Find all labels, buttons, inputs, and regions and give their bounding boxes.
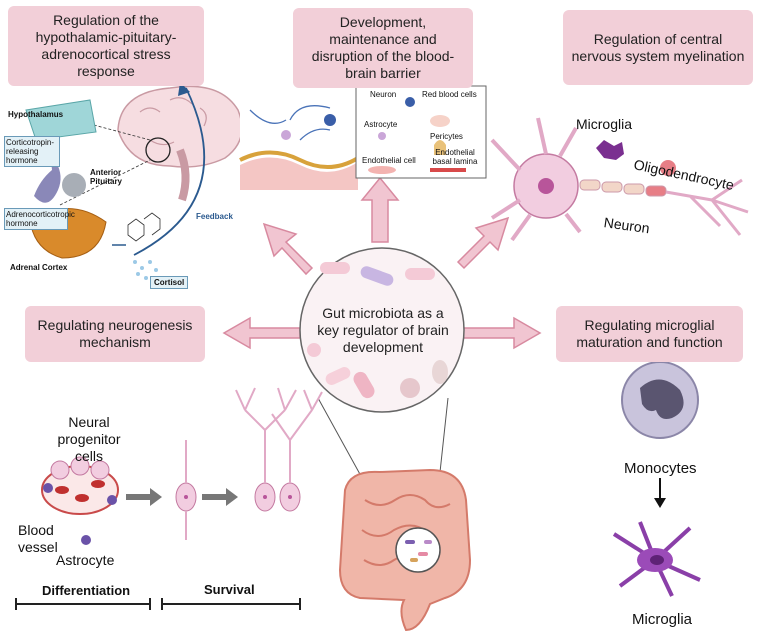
- bbb-legend-endothelial-cell: Endothelial cell: [362, 156, 416, 165]
- arrow-to-hpa: [262, 222, 314, 276]
- adrenal-cortex-label: Adrenal Cortex: [10, 263, 68, 272]
- center-gut-microbiota-label: Gut microbiota as a key regulator of bra…: [317, 304, 449, 355]
- neurogenesis-illustration: [15, 387, 323, 610]
- microglial-maturation-box: Regulating microglial maturation and fun…: [556, 306, 743, 362]
- feedback-label: Feedback: [196, 212, 233, 221]
- neurogenesis-box: Regulating neurogenesis mechanism: [25, 306, 205, 362]
- microglia-label-bottom: Microglia: [632, 611, 693, 628]
- bbb-legend-red-blood-cells: Red blood cells: [422, 90, 477, 99]
- anterior-pituitary-label: Anterior Pituitary: [90, 168, 123, 186]
- arrow-to-myelin: [456, 216, 510, 270]
- differentiation-label: Differentiation: [42, 583, 131, 598]
- cortisol-label: Cortisol: [150, 276, 189, 289]
- crh-label: Corticotropin-releasing hormone: [4, 136, 60, 167]
- survival-label: Survival: [204, 582, 255, 597]
- monocytes-label: Monocytes: [624, 460, 697, 477]
- hypothalamus-label: Hypothalamus: [8, 110, 64, 119]
- bbb-legend-astrocyte: Astrocyte: [364, 120, 398, 129]
- astrocyte-label: Astrocyte: [56, 552, 115, 568]
- myelin-neuron-illustration: [490, 117, 749, 242]
- microglia-illustration: [612, 521, 701, 597]
- microglia-label-top: Microglia: [576, 116, 633, 132]
- hpa-regulation-box: Regulation of the hypothalamic-pituitary…: [8, 6, 204, 86]
- neural-progenitor-label: Neural progenitor cells: [57, 414, 121, 464]
- arrow-to-neurogenesis: [222, 316, 301, 350]
- bbb-legend-pericytes: Pericytes: [430, 132, 463, 141]
- blood-vessel-label: Blood vessel: [18, 522, 58, 555]
- arrow-to-bbb: [360, 176, 400, 243]
- myelination-box: Regulation of central nervous system mye…: [563, 10, 753, 85]
- monocyte-to-microglia-arrow: [654, 478, 666, 508]
- brain-illustration: [25, 82, 243, 280]
- bbb-legend-basal-lamina: Endothelial basal lamina: [432, 148, 478, 166]
- bbb-illustration: [239, 85, 487, 190]
- gut-microbiota-circle: [299, 247, 465, 566]
- acth-label: Adrenocorticotropic hormone: [4, 208, 75, 230]
- intestine-illustration: [338, 468, 472, 632]
- bbb-regulation-box: Development, maintenance and disruption …: [293, 8, 473, 88]
- bbb-legend-neuron: Neuron: [370, 90, 397, 99]
- monocyte-illustration: [621, 361, 699, 439]
- arrow-to-microglial: [461, 316, 542, 350]
